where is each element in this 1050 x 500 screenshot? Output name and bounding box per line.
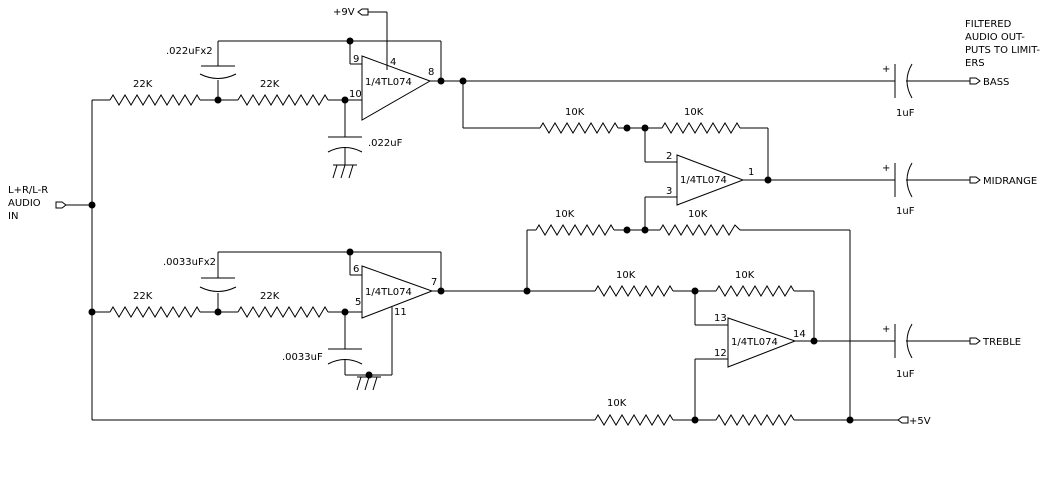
resistor-22k-treb-1 bbox=[109, 306, 201, 318]
output-label-midrange: MIDRANGE bbox=[983, 176, 1037, 187]
pin-label: 11 bbox=[394, 307, 407, 318]
opamp-u3 bbox=[361, 265, 434, 319]
pin-label: 1 bbox=[748, 167, 754, 178]
bass-output-connector bbox=[969, 77, 981, 85]
resistor-label: 22K bbox=[260, 291, 280, 302]
resistor-10k-treb-in bbox=[594, 285, 674, 297]
input-connector bbox=[55, 201, 67, 209]
opamp-u4 bbox=[727, 317, 797, 368]
opamp-label: 1/4TL074 bbox=[731, 337, 778, 348]
resistor-label: 10K bbox=[616, 270, 636, 281]
junction bbox=[691, 416, 699, 424]
pin-label: 2 bbox=[666, 151, 672, 162]
wire bbox=[348, 164, 354, 179]
input-label-line3: IN bbox=[8, 211, 18, 222]
capacitor-treb-fb bbox=[199, 286, 237, 292]
resistor-label: 22K bbox=[260, 79, 280, 90]
wire bbox=[340, 164, 346, 179]
junction bbox=[623, 226, 631, 234]
capacitor-polarity: + bbox=[882, 324, 890, 335]
output-label-treble: TREBLE bbox=[982, 337, 1021, 348]
resistor-label: 10K bbox=[688, 209, 708, 220]
resistor-label: 10K bbox=[684, 107, 704, 118]
input-label-line2: AUDIO bbox=[8, 198, 41, 209]
junction bbox=[846, 416, 854, 424]
capacitor-label: .022uFx2 bbox=[166, 46, 213, 57]
capacitor-label: 1uF bbox=[896, 108, 915, 119]
junction bbox=[623, 124, 631, 132]
resistor-label: 22K bbox=[133, 291, 153, 302]
pin-label: 3 bbox=[666, 186, 672, 197]
resistor-10k-mid-fb bbox=[661, 122, 741, 134]
pin-label: 6 bbox=[353, 264, 359, 275]
note-line3: PUTS TO LIMIT- bbox=[965, 45, 1040, 56]
opamp-u1 bbox=[361, 55, 432, 121]
capacitor-polarity: + bbox=[882, 64, 890, 75]
resistor-10k-bottom-right bbox=[715, 414, 795, 426]
pin-label: 12 bbox=[714, 348, 727, 359]
pin-label: 5 bbox=[355, 297, 361, 308]
resistor-label: 10K bbox=[555, 209, 575, 220]
resistor-22k-bass-1 bbox=[109, 94, 201, 106]
output-label-bass: BASS bbox=[983, 77, 1009, 88]
junction bbox=[764, 176, 772, 184]
resistor-label: 10K bbox=[607, 398, 627, 409]
pin-label: 10 bbox=[349, 89, 362, 100]
resistor-label: 22K bbox=[133, 79, 153, 90]
resistor-10k-mid-ref bbox=[535, 224, 615, 236]
opamp-label: 1/4TL074 bbox=[680, 175, 727, 186]
pin-label: 13 bbox=[714, 313, 727, 324]
supply-label-9v: +9V bbox=[333, 7, 355, 18]
midrange-output-connector bbox=[969, 176, 981, 184]
input-label-line1: L+R/L-R bbox=[8, 185, 48, 196]
resistor-label: 10K bbox=[565, 107, 585, 118]
wire bbox=[372, 376, 378, 391]
resistor-10k-mid-in bbox=[539, 122, 619, 134]
capacitor-label: .022uF bbox=[368, 138, 403, 149]
junction bbox=[437, 77, 445, 85]
resistor-10k-div-low bbox=[594, 414, 674, 426]
capacitor-label: 1uF bbox=[896, 369, 915, 380]
pin-label: 9 bbox=[353, 54, 359, 65]
wire bbox=[356, 376, 362, 391]
junction bbox=[641, 226, 649, 234]
capacitor-label: 1uF bbox=[896, 206, 915, 217]
supply-connector bbox=[357, 8, 369, 16]
pin-label: 4 bbox=[390, 57, 396, 68]
capacitor-bass-fb bbox=[199, 73, 237, 79]
pin-label: 14 bbox=[793, 329, 806, 340]
treble-output-connector bbox=[969, 337, 981, 345]
resistor-10k-treb-fb bbox=[715, 285, 795, 297]
resistor-10k-div-high bbox=[659, 224, 741, 236]
opamp-label: 1/4TL074 bbox=[365, 287, 412, 298]
opamp-u2 bbox=[676, 154, 745, 206]
junction bbox=[437, 287, 445, 295]
wire bbox=[332, 164, 338, 179]
resistor-label: 10K bbox=[735, 270, 755, 281]
resistor-22k-bass-2 bbox=[237, 94, 329, 106]
pin-label: 7 bbox=[431, 277, 437, 288]
capacitor-label: .0033uF bbox=[282, 352, 323, 363]
resistor-22k-treb-2 bbox=[237, 306, 329, 318]
wire bbox=[364, 376, 370, 391]
capacitor-label: .0033uFx2 bbox=[163, 257, 216, 268]
note-line1: FILTERED bbox=[965, 19, 1012, 30]
opamp-label: 1/4TL074 bbox=[365, 77, 412, 88]
note-line2: AUDIO OUT- bbox=[965, 32, 1025, 43]
capacitor-polarity: + bbox=[882, 163, 890, 174]
note-line4: ERS bbox=[965, 58, 985, 69]
supply-label-5v: +5V bbox=[909, 416, 931, 427]
pin-label: 8 bbox=[428, 67, 434, 78]
junction bbox=[810, 337, 818, 345]
input-junction bbox=[88, 201, 96, 209]
supply-connector-5v bbox=[897, 416, 909, 424]
